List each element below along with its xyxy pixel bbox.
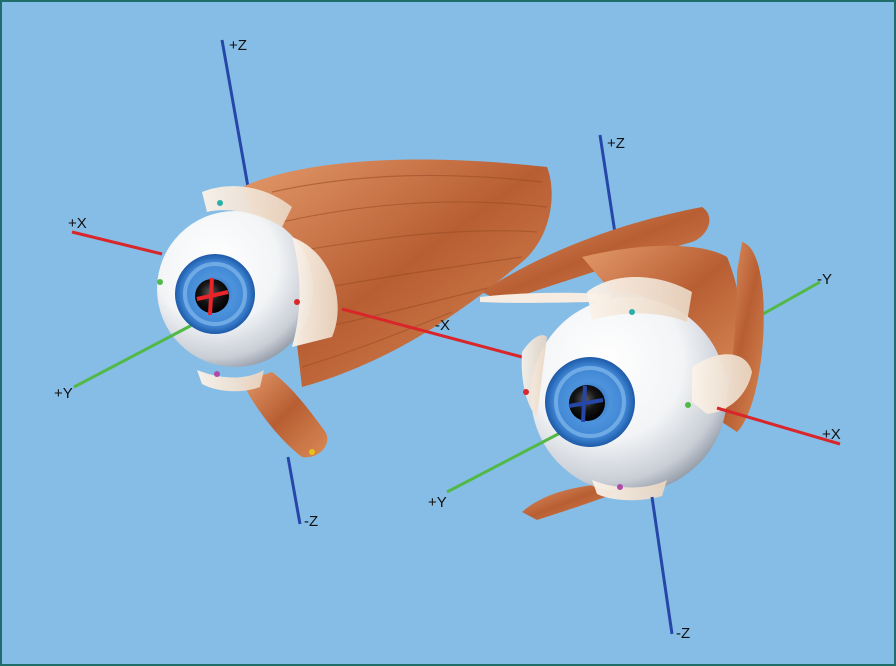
right-label-px: +X — [822, 426, 841, 443]
left-y-axis — [74, 324, 194, 387]
left-label-px: +X — [68, 215, 87, 232]
left-label-nz: -Z — [304, 513, 318, 530]
left-x-axis-positive — [72, 232, 162, 254]
left-inferior-tendon — [197, 370, 264, 391]
left-marker-medial — [157, 279, 163, 285]
left-label-py: +Y — [54, 385, 73, 402]
right-marker-medial — [523, 389, 529, 395]
left-marker-bottom — [214, 371, 220, 377]
right-label-py: +Y — [428, 494, 447, 511]
right-marker-lateral — [685, 402, 691, 408]
left-z-axis-lower — [288, 457, 300, 524]
right-label-ny: -Y — [817, 271, 832, 288]
left-marker-top — [217, 200, 223, 206]
right-label-pz: +Z — [607, 135, 625, 152]
right-marker-top — [629, 309, 635, 315]
left-z-axis-upper — [222, 40, 248, 187]
right-marker-bottom — [617, 484, 623, 490]
right-z-axis-lower — [652, 497, 672, 634]
right-label-nz: -Z — [676, 625, 690, 642]
left-label-pz: +Z — [229, 37, 247, 54]
left-marker-muscle-end — [309, 449, 315, 455]
right-y-axis-positive — [447, 432, 562, 492]
left-eye-model: +Z -Z +X -X +Y — [54, 37, 552, 530]
left-label-nx: -X — [435, 317, 450, 334]
left-marker-lateral — [294, 299, 300, 305]
